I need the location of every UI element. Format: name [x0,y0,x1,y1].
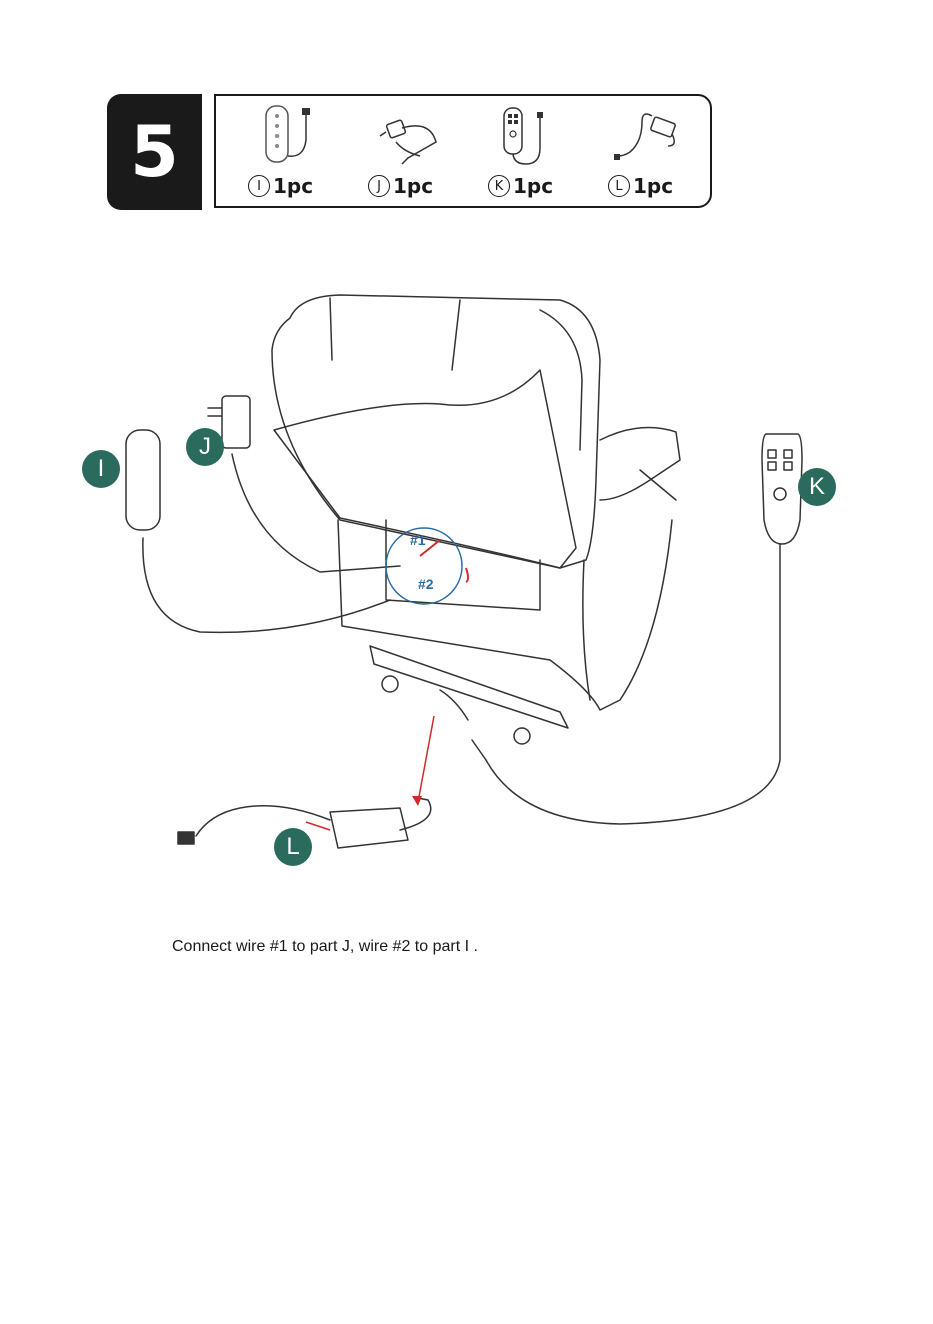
callout-j: J [186,428,224,466]
part-qty: 1pc [633,174,673,198]
chair-back [272,295,600,568]
wire-label-1: #1 [410,532,426,548]
part-label-i: I 1pc [248,174,313,198]
part-label-l: L 1pc [608,174,673,198]
cable-i [143,538,390,632]
part-letter: K [488,175,510,197]
part-letter: I [248,175,270,197]
instruction-text: Connect wire #1 to part J, wire #2 to pa… [172,938,478,956]
part-qty: 1pc [273,174,313,198]
parts-list: I 1pc J 1pc K 1pc [214,94,712,208]
part-letter: L [608,175,630,197]
adapter-j-body [222,396,250,448]
callout-i: I [82,450,120,488]
chair-base [338,520,672,710]
part-item-i: I 1pc [232,96,342,208]
ac-adapter-icon [372,102,442,174]
small-remote-icon [492,102,562,174]
remote-i-body [126,430,160,530]
power-supply-icon [612,102,682,174]
part-qty: 1pc [513,174,553,198]
part-item-k: K 1pc [472,96,582,208]
power-supply [330,808,408,848]
callout-l: L [274,828,312,866]
chair-arm [600,428,680,501]
hand-remote-icon [252,102,322,174]
part-label-k: K 1pc [488,174,553,198]
part-label-j: J 1pc [368,174,433,198]
connection-arrow [418,716,434,802]
cable-j [232,454,400,572]
callout-k: K [798,468,836,506]
part-letter: J [368,175,390,197]
wire-label-2: #2 [418,576,434,592]
part-item-l: L 1pc [592,96,702,208]
assembly-illustration [0,230,933,890]
part-item-j: J 1pc [352,96,462,208]
part-qty: 1pc [393,174,433,198]
cable-k [486,544,780,824]
step-number-badge: 5 [107,94,202,210]
